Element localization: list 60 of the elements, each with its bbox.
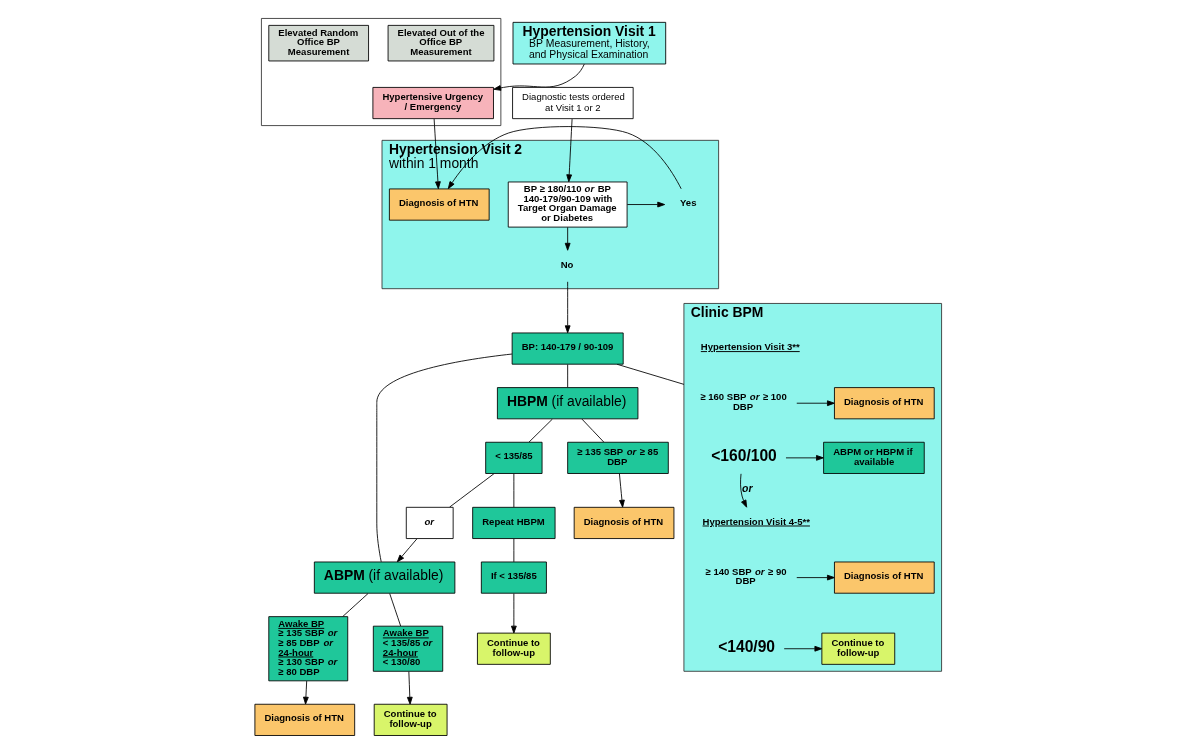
node-text: Hypertension Visit 4-5** [702, 515, 810, 527]
node-box: ABPM (if available) [313, 561, 456, 594]
node-box: ABPM or HBPM if available [823, 441, 925, 474]
arrow [433, 118, 441, 190]
arrow [511, 593, 517, 634]
node-box: Hypertension Visit 1 BP Measurement, History, and Physical Examination [512, 21, 667, 65]
arrow [740, 473, 748, 508]
arrow [564, 226, 571, 251]
node-text: ≥ 140 SBP or ≥ 90 DBP [705, 565, 787, 587]
arrow [566, 118, 573, 183]
node-box: BP ≥ 180/110 or BP 140-179/90-109 with Target Organ Damage or Diabetes [507, 181, 628, 228]
arrow [493, 63, 585, 91]
connector [342, 593, 369, 618]
arrow [564, 281, 571, 334]
arrow [396, 538, 418, 563]
arrow [406, 671, 413, 705]
node-text: Yes [680, 197, 697, 209]
node-box: Diagnosis of HTN [834, 387, 935, 420]
arrow [796, 400, 835, 407]
label: Hypertension Visit 3** [700, 341, 800, 353]
node-box: Elevated Random Office BP Measurement [268, 24, 369, 62]
node-box: Elevated Out of the Office BP Measurement [387, 24, 495, 62]
node-box: BP: 140-179 / 90-109 [511, 332, 624, 365]
node-box: Hypertensive Urgency / Emergency [372, 87, 494, 120]
node-box: Awake BP ≥ 135 SBP or ≥ 85 DBP or 24-hour ≥ 130 SBP or ≥ 80 DBP [268, 616, 349, 682]
node-text: No [560, 258, 574, 270]
connector [389, 593, 402, 627]
node-box: Awake BP < 135/85 or 24-hour < 130/80 [372, 625, 444, 672]
node-box: Repeat HBPM [472, 506, 556, 539]
node-box: ≥ 135 SBP or ≥ 85 DBP [567, 441, 669, 474]
edge-label: or [742, 483, 753, 495]
node-box: Diagnosis of HTN [573, 506, 675, 539]
node-box: Diagnostic tests ordered at Visit 1 or 2 [512, 87, 634, 120]
connector [528, 418, 553, 443]
arrow [783, 645, 823, 652]
node-box: HBPM (if available) [496, 387, 639, 420]
connector [581, 418, 605, 443]
node-box: Diagnosis of HTN [388, 188, 490, 221]
connector [449, 473, 495, 508]
node-box: Continue to follow-up [477, 632, 551, 665]
node-text: ≥ 160 SBP or ≥ 100 DBP [700, 391, 787, 412]
arrow [447, 126, 682, 190]
node-text: <160/100 [711, 446, 777, 464]
connector [376, 353, 513, 563]
connector [513, 538, 515, 563]
node-box: < 135/85 [485, 441, 543, 474]
arrow [626, 201, 666, 208]
arrow [796, 574, 835, 581]
node-box: Diagnosis of HTN [834, 561, 935, 594]
node-box: or [405, 506, 454, 539]
node-box: Continue to follow-up [373, 703, 448, 736]
node-text: <140/90 [718, 637, 776, 655]
arrow [785, 455, 824, 461]
connector [513, 473, 515, 508]
node-box: Continue to follow-up [821, 632, 896, 665]
node-box: Diagnosis of HTN [254, 703, 356, 736]
node-box: If < 135/85 [480, 561, 547, 594]
arrow [619, 473, 625, 508]
connector [567, 364, 569, 388]
arrow [303, 680, 309, 705]
